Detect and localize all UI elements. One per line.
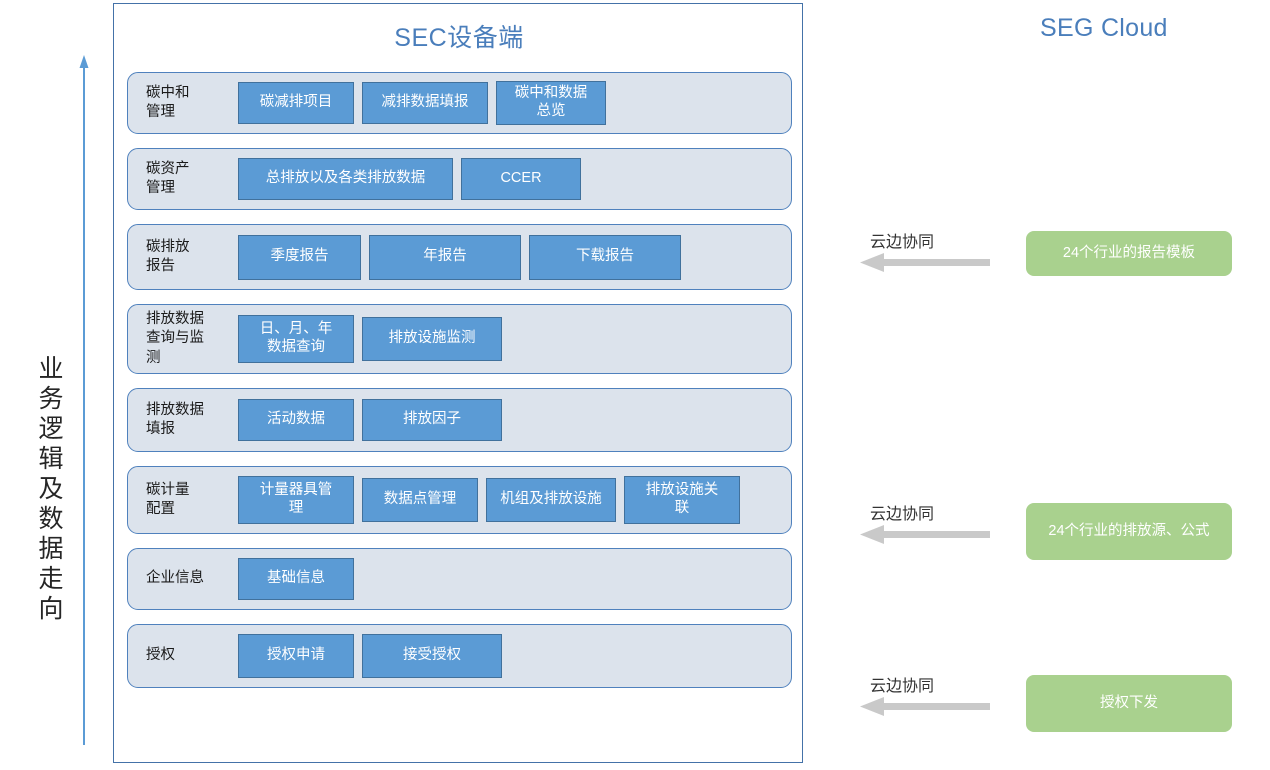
module-row: 碳中和管理 碳减排项目减排数据填报碳中和数据总览 [127, 72, 792, 134]
module-button-group: 活动数据排放因子 [238, 399, 502, 441]
module-row: 企业信息 基础信息 [127, 548, 792, 610]
seg-cloud-title: SEG Cloud [1040, 14, 1168, 42]
module-button-group: 计量器具管理数据点管理机组及排放设施排放设施关联 [238, 476, 740, 524]
module-row: 排放数据查询与监测日、月、年数据查询排放设施监测 [127, 304, 792, 374]
module-button-group: 基础信息 [238, 558, 354, 600]
module-button[interactable]: 排放设施关联 [624, 476, 740, 524]
module-row-label: 碳中和管理 [146, 84, 190, 120]
module-row-label: 授权 [146, 647, 175, 664]
module-button[interactable]: 基础信息 [238, 558, 354, 600]
module-row-label: 碳计量配置 [146, 481, 190, 517]
business-flow-annotation: 业务逻辑及数据走向 [0, 55, 110, 755]
module-row-label: 碳资产管理 [146, 160, 190, 196]
module-row: 碳排放报告 季度报告年报告下载报告 [127, 224, 792, 290]
cloud-to-edge-arrow-icon [860, 253, 990, 272]
cloud-sync-label: 云边协同 [870, 506, 935, 523]
module-button[interactable]: 授权申请 [238, 634, 354, 678]
module-button[interactable]: 排放设施监测 [362, 317, 502, 361]
cloud-capability-box[interactable]: 授权下发 [1026, 675, 1232, 732]
flow-direction-arrow-icon [79, 55, 89, 745]
cloud-sync-label: 云边协同 [870, 678, 935, 695]
module-button-group: 日、月、年数据查询排放设施监测 [238, 315, 502, 363]
module-button[interactable]: 接受授权 [362, 634, 502, 678]
module-row-label: 排放数据查询与监测 [146, 311, 204, 366]
sec-device-panel: SEC设备端 碳中和管理 碳减排项目减排数据填报碳中和数据总览碳资产管理 总排放以及… [113, 3, 803, 763]
module-button[interactable]: 总排放以及各类排放数据 [238, 158, 453, 200]
cloud-to-edge-arrow-icon [860, 525, 990, 544]
module-button[interactable]: 减排数据填报 [362, 82, 488, 124]
module-row: 碳计量配置 计量器具管理数据点管理机组及排放设施排放设施关联 [127, 466, 792, 534]
module-button[interactable]: 下载报告 [529, 234, 681, 280]
module-row: 排放数据填报活动数据排放因子 [127, 388, 792, 452]
cloud-capability-box[interactable]: 24个行业的报告模板 [1026, 231, 1232, 276]
module-row-label: 排放数据填报 [146, 401, 204, 437]
module-button[interactable]: 活动数据 [238, 399, 354, 441]
module-row-label: 企业信息 [146, 570, 204, 587]
module-button[interactable]: 季度报告 [238, 234, 361, 280]
module-button[interactable]: 碳中和数据总览 [496, 81, 606, 125]
cloud-sync-label: 云边协同 [870, 234, 935, 251]
module-button[interactable]: 日、月、年数据查询 [238, 315, 354, 363]
module-button-group: 授权申请接受授权 [238, 634, 502, 678]
cloud-to-edge-arrow-icon [860, 697, 990, 716]
module-button-group: 碳减排项目减排数据填报碳中和数据总览 [238, 81, 606, 125]
module-button[interactable]: 年报告 [369, 234, 521, 280]
cloud-capability-box[interactable]: 24个行业的排放源、公式 [1026, 503, 1232, 560]
module-row: 授权 授权申请接受授权 [127, 624, 792, 688]
sec-panel-title: SEC设备端 [394, 24, 524, 52]
module-button[interactable]: 机组及排放设施 [486, 478, 616, 522]
flow-direction-label: 业务逻辑及数据走向 [35, 355, 63, 625]
module-button[interactable]: 数据点管理 [362, 478, 478, 522]
module-row-label: 碳排放报告 [146, 238, 190, 274]
module-button[interactable]: 碳减排项目 [238, 82, 354, 124]
module-button[interactable]: 排放因子 [362, 399, 502, 441]
module-button[interactable]: CCER [461, 158, 581, 200]
module-button[interactable]: 计量器具管理 [238, 476, 354, 524]
module-button-group: 季度报告年报告下载报告 [238, 234, 681, 280]
